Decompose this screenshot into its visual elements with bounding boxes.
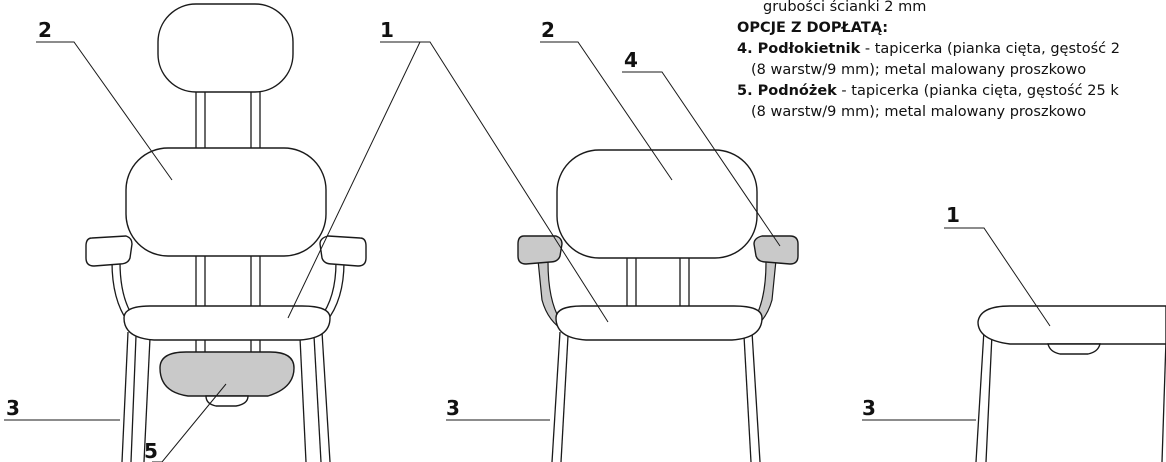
chair-3-legs (975, 329, 1166, 462)
chair-2-seat (555, 305, 763, 341)
headrest (157, 3, 294, 93)
headrest-posts (195, 82, 261, 150)
seat (123, 305, 331, 341)
chair-2-right-armrest-pad (753, 235, 799, 265)
option-footrest-name: 5. Podnóżek (737, 83, 837, 99)
backrest (125, 147, 327, 257)
leader-lines (4, 41, 1051, 462)
callout-3-frame-chair-2: 3 (446, 396, 460, 420)
right-armrest-pad (319, 235, 367, 267)
option-armrest-line2: (8 warstw/9 mm); metal malowany proszkow… (751, 62, 1087, 78)
spec-wall-thickness: grubości ścianki 2 mm (763, 0, 927, 15)
option-armrest: 4. Podłokietnik - tapicerka (pianka cięt… (737, 39, 1166, 60)
callout-5-footrest: 5 (144, 439, 158, 462)
chair-2-backrest (556, 149, 758, 259)
callout-3-frame-chair-3: 3 (862, 396, 876, 420)
callout-1-seat: 1 (380, 18, 394, 42)
chair-3-stool (975, 305, 1166, 462)
callout-4-armrest: 4 (624, 48, 638, 72)
chair-3-seat (977, 305, 1166, 345)
option-armrest-desc: - tapicerka (pianka cięta, gęstość 2 (860, 41, 1120, 57)
chair-1-legs (121, 331, 331, 462)
chair-2-left-armrest-pad (517, 235, 563, 265)
option-footrest-line2: (8 warstw/9 mm); metal malowany proszkow… (751, 104, 1087, 120)
callout-2-backrest-chair-2: 2 (541, 18, 555, 42)
left-armrest-pad (85, 235, 133, 267)
callout-3-frame: 3 (6, 396, 20, 420)
option-armrest-name: 4. Podłokietnik (737, 41, 861, 57)
chair-1-high-back-with-footrest (85, 3, 367, 462)
footrest (159, 351, 295, 397)
option-footrest: 5. Podnóżek - tapicerka (pianka cięta, g… (737, 81, 1166, 102)
chair-2-with-armrests (517, 149, 799, 462)
callout-1-seat-chair-3: 1 (946, 203, 960, 227)
callout-2-backrest: 2 (38, 18, 52, 42)
chair-2-legs (551, 331, 761, 462)
option-footrest-desc: - tapicerka (pianka cięta, gęstość 25 k (836, 83, 1119, 99)
options-header: OPCJE Z DOPŁATĄ: (737, 20, 889, 36)
specification-text: grubości ścianki 2 mm OPCJE Z DOPŁATĄ: 4… (737, 0, 1166, 123)
callout-labels: 2 1 3 5 2 4 3 1 3 (6, 18, 960, 462)
